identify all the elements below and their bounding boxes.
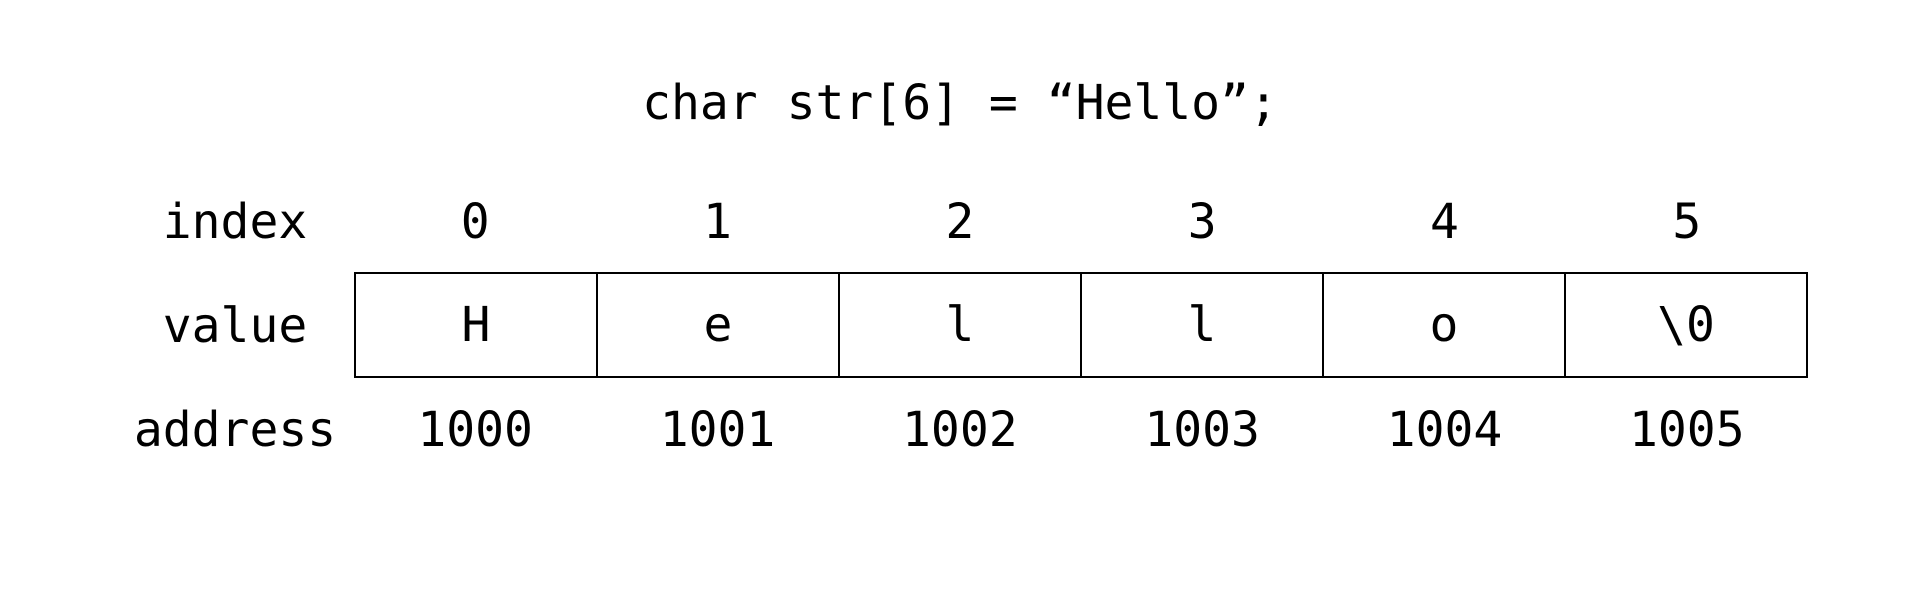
array-cell: l <box>840 274 1082 376</box>
value-row-label: value <box>162 298 308 354</box>
index-row-label: index <box>162 194 308 250</box>
cell-value: l <box>945 297 975 353</box>
array-cell: H <box>356 274 598 376</box>
array-cell: \0 <box>1566 274 1806 376</box>
address-label: 1004 <box>1386 402 1503 458</box>
cell-value: e <box>703 297 733 353</box>
address-label: 1005 <box>1629 402 1745 458</box>
index-label: 4 <box>1430 194 1459 250</box>
index-label: 2 <box>945 194 975 250</box>
array-cell: l <box>1082 274 1324 376</box>
index-row: 0 1 2 3 4 5 <box>354 192 1808 252</box>
array-cell: e <box>598 274 840 376</box>
address-row: 1000 1001 1002 1003 1004 1005 <box>354 400 1808 460</box>
address-label: 1002 <box>902 402 1018 458</box>
index-label: 1 <box>703 194 732 250</box>
index-label: 3 <box>1187 194 1217 250</box>
address-label: 1000 <box>417 402 533 458</box>
index-label: 0 <box>460 194 490 250</box>
cell-value: l <box>1187 297 1217 353</box>
index-label: 5 <box>1672 194 1702 250</box>
declaration-text: char str[6] = “Hello”; <box>642 75 1278 131</box>
cell-value: o <box>1429 297 1459 353</box>
array-box: H e l l o \0 <box>354 272 1808 378</box>
address-label: 1003 <box>1144 402 1260 458</box>
cell-value: H <box>461 297 491 353</box>
address-label: 1001 <box>659 402 776 458</box>
address-row-label: address <box>133 402 337 458</box>
cell-value: \0 <box>1657 297 1715 353</box>
array-cell: o <box>1324 274 1566 376</box>
